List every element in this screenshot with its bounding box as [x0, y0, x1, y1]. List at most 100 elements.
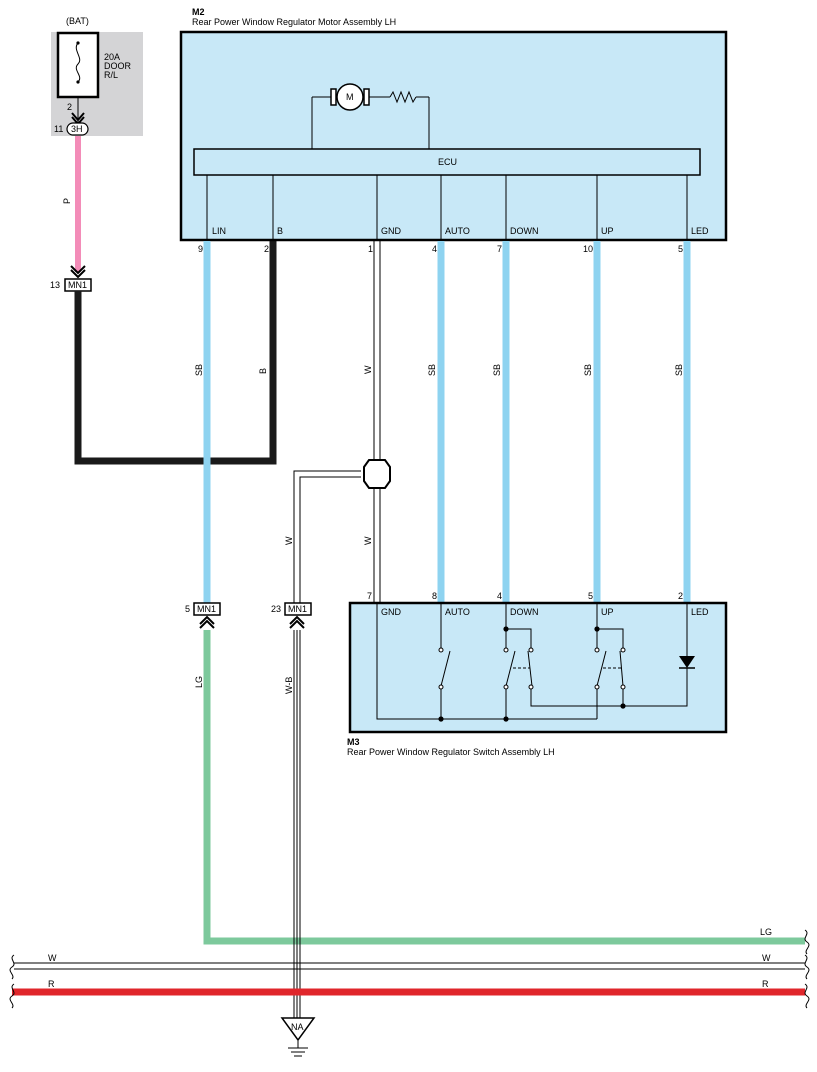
m2-pin-num-led: 5	[678, 244, 683, 254]
contact-down-top-b	[528, 647, 534, 653]
bus-r-label-right: R	[762, 979, 769, 989]
bus-lg-label: LG	[760, 927, 772, 937]
contact-auto-top	[438, 647, 444, 653]
contact-down-bottom-a	[503, 684, 509, 690]
m3-led-return	[622, 668, 688, 707]
wire-gnd-branch-a	[293, 470, 361, 603]
fuse-rating: 20A	[104, 52, 120, 62]
m3-pin-num-up: 5	[588, 591, 593, 601]
mn1-gnd-arrow-2-icon	[289, 619, 305, 629]
m3-pin-label-down: DOWN	[510, 607, 539, 617]
wire-lg	[203, 630, 805, 945]
bus-w-label-right: W	[762, 953, 771, 963]
connector-mn1-lin	[193, 602, 221, 616]
dot-led-return	[620, 703, 626, 709]
bat-label: (BAT)	[66, 16, 89, 26]
bus-w	[14, 962, 805, 970]
wire-lin-label: SB	[194, 364, 204, 376]
break-left-upper-icon	[9, 954, 15, 980]
connector-mn1-gnd	[284, 602, 312, 616]
break-markers	[9, 929, 810, 1009]
dot-up-bridge	[594, 626, 600, 632]
m3-pin-label-auto: AUTO	[445, 607, 470, 617]
dot-down-bridge	[503, 626, 509, 632]
break-right-lg-icon	[804, 929, 810, 955]
connector-mn1-lin-pin: 5	[185, 604, 190, 614]
break-right-w-icon	[804, 954, 810, 980]
m3-pin-num-down: 4	[497, 591, 502, 601]
m3-down-switch-a-icon	[505, 650, 516, 687]
fuse-name-line1: DOOR	[104, 61, 132, 71]
m2-component: M2 Rear Power Window Regulator Motor Ass…	[179, 7, 728, 242]
m2-code: M2	[192, 7, 205, 17]
mn1-13-arrow-2-icon	[70, 269, 86, 279]
m2-pin-label-lin: LIN	[212, 226, 226, 236]
m3-contacts	[438, 647, 626, 690]
m2-title: Rear Power Window Regulator Motor Assemb…	[192, 17, 396, 27]
m2-pin-label-gnd: GND	[381, 226, 402, 236]
motor-brush-right	[363, 88, 370, 106]
connector-3h-pin: 11	[54, 124, 63, 134]
connector-mn1-gnd-label: MN1	[288, 604, 307, 614]
wire-gnd-branch-label: W	[284, 536, 294, 545]
contact-up-top-a	[594, 647, 600, 653]
motor-label: M	[346, 92, 354, 102]
m3-down-bridge	[506, 628, 532, 649]
ground-na-label: NA	[291, 1022, 304, 1032]
m3-code: M3	[347, 737, 360, 747]
fuse-arrow-1-icon	[71, 112, 85, 122]
break-left-lower-icon	[9, 983, 15, 1009]
m2-pin-label-auto: AUTO	[445, 226, 470, 236]
connector-3h	[66, 122, 89, 136]
m3-pin-num-gnd: 7	[367, 591, 372, 601]
m3-pin-label-up: UP	[601, 607, 614, 617]
wire-wb-label: W-B	[284, 677, 294, 694]
wire-black-b	[74, 241, 277, 465]
m3-pin-num-auto: 8	[432, 591, 437, 601]
splice-junction-icon	[363, 459, 391, 489]
led-diode-icon	[679, 656, 695, 668]
dot-gnd-auto	[438, 716, 444, 722]
mn1-lin-arrow-2-icon	[199, 619, 215, 629]
ground-na: NA	[280, 1017, 316, 1057]
contact-auto-bottom	[438, 684, 444, 690]
mn1-13-arrow-1-icon	[70, 265, 86, 275]
wire-gnd-label: W	[363, 365, 373, 374]
m3-junction-dots	[438, 626, 626, 722]
ecu-label: ECU	[438, 157, 457, 167]
m2-pin-num-gnd: 1	[368, 244, 373, 254]
m2-pin-label-down: DOWN	[510, 226, 539, 236]
contact-up-bottom-a	[594, 684, 600, 690]
wire-gnd-branch-b	[299, 476, 361, 603]
wire-lg-label: LG	[194, 676, 204, 688]
wire-b-label: B	[258, 368, 268, 374]
m2-pin-num-b: 2	[264, 244, 269, 254]
wire-gnd-lower-label: W	[363, 536, 373, 545]
m2-pin-num-auto: 4	[432, 244, 437, 254]
ecu-box	[193, 148, 701, 176]
motor-icon	[336, 83, 364, 111]
m2-pin-num-up: 10	[583, 244, 593, 254]
m2-pin-num-lin: 9	[198, 244, 203, 254]
m3-up-bridge	[597, 628, 624, 649]
contact-up-top-b	[620, 647, 626, 653]
fuse-name-line2: R/L	[104, 70, 118, 80]
connector-mn1-power-pin: 13	[50, 280, 60, 290]
m3-pin-label-gnd: GND	[381, 607, 402, 617]
wire-gnd-w	[293, 241, 381, 603]
m2-body	[179, 30, 728, 242]
contact-down-top-a	[503, 647, 509, 653]
m3-title: Rear Power Window Regulator Switch Assem…	[347, 747, 555, 757]
bus-r-label-left: R	[48, 979, 55, 989]
wire-up-label: SB	[583, 364, 593, 376]
wire-pink-label: P	[62, 198, 72, 204]
break-right-r-icon	[804, 983, 810, 1009]
dot-gnd-down	[503, 716, 509, 722]
m2-pin-label-b: B	[277, 226, 283, 236]
fuse-icon	[75, 42, 81, 83]
fuse-terminal-top	[76, 41, 80, 45]
m3-pin-label-led: LED	[691, 607, 709, 617]
m3-pin-num-led: 2	[678, 591, 683, 601]
connector-3h-label: 3H	[71, 124, 83, 134]
